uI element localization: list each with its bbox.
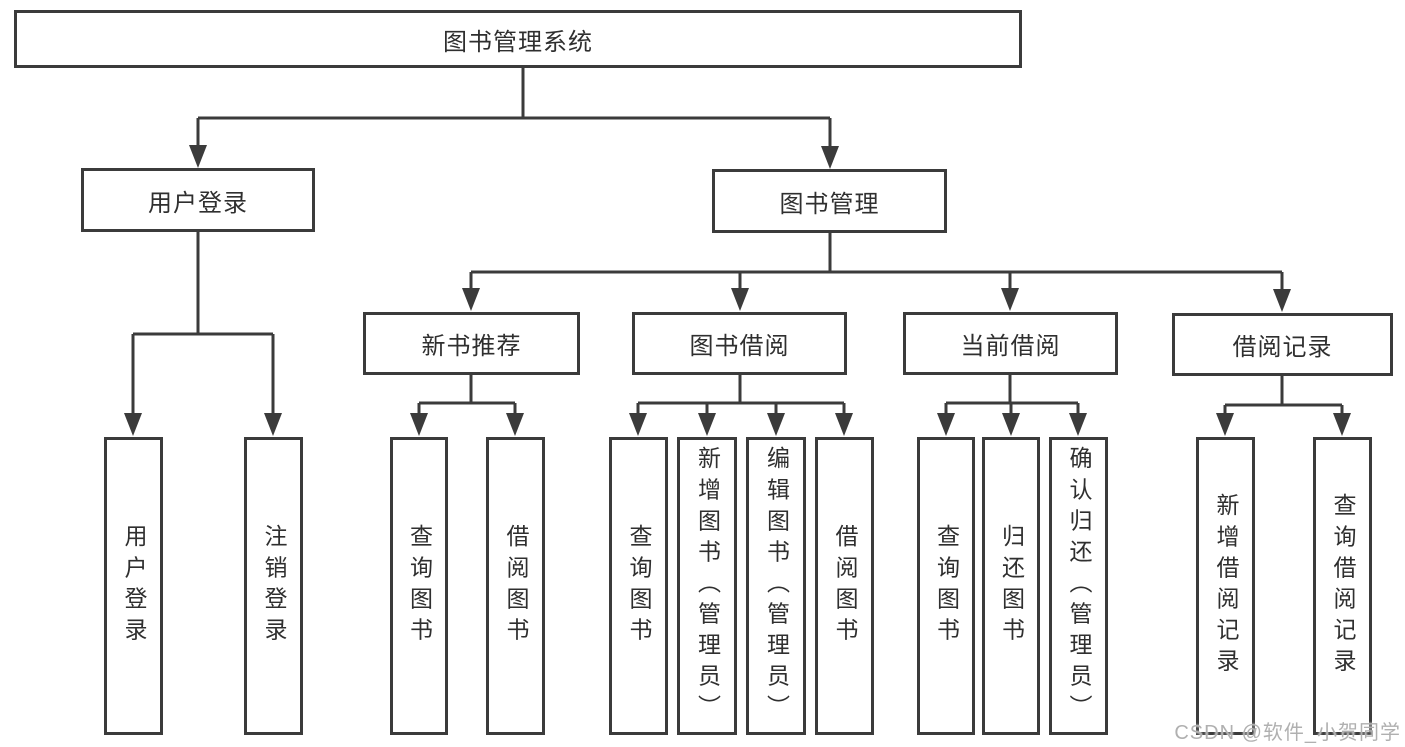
connector-book-management — [469, 233, 1284, 293]
leaf-borrow-books-2: 借阅图书 — [815, 437, 874, 735]
leaf-confirm-return-admin: 确认归还（管理员） — [1049, 437, 1108, 735]
arrow-icon — [1001, 288, 1019, 311]
connector-book-borrowing — [636, 375, 846, 418]
node-borrowing-records: 借阅记录 — [1172, 313, 1393, 376]
arrow-icon — [937, 413, 955, 436]
leaf-label: 借阅图书 — [832, 523, 858, 649]
node-label: 当前借阅 — [960, 333, 1061, 360]
connector-new-book-recommendation — [417, 375, 517, 418]
connector-borrowing-records — [1223, 376, 1344, 418]
node-label: 借阅记录 — [1232, 334, 1333, 361]
leaf-label: 用户登录 — [121, 523, 147, 649]
arrow-icon — [731, 288, 749, 311]
leaf-add-borrow-record: 新增借阅记录 — [1196, 437, 1255, 735]
node-label: 图书借阅 — [689, 333, 790, 360]
node-label: 图书管理 — [779, 190, 880, 218]
arrow-icon — [124, 413, 142, 436]
arrow-icon — [506, 413, 524, 436]
leaf-label: 查询图书 — [406, 523, 433, 649]
node-library-management-system: 图书管理系统 — [14, 10, 1022, 68]
arrow-icon — [767, 413, 785, 436]
leaf-borrow-books: 借阅图书 — [486, 437, 545, 735]
node-current-borrowing: 当前借阅 — [903, 312, 1118, 375]
leaf-label: 新增图书（管理员） — [694, 446, 721, 726]
node-book-management: 图书管理 — [712, 169, 947, 233]
leaf-add-book-admin: 新增图书（管理员） — [677, 437, 737, 735]
leaf-label: 新增借阅记录 — [1213, 492, 1239, 680]
leaf-return-book: 归还图书 — [982, 437, 1040, 735]
arrow-icon — [835, 413, 853, 436]
leaf-label: 借阅图书 — [503, 523, 529, 649]
leaf-user-login: 用户登录 — [104, 437, 163, 735]
arrow-icon — [1002, 413, 1020, 436]
leaf-label: 查询借阅记录 — [1330, 492, 1356, 680]
arrow-icon — [629, 413, 647, 436]
arrow-icon — [264, 413, 282, 436]
arrow-icon — [1333, 413, 1351, 436]
leaf-query-borrow-record: 查询借阅记录 — [1313, 437, 1372, 735]
arrow-icon — [410, 413, 428, 436]
leaf-query-books-2: 查询图书 — [609, 437, 668, 735]
connector-user-login — [131, 232, 275, 418]
leaf-edit-book-admin: 编辑图书（管理员） — [746, 437, 806, 735]
node-label: 新书推荐 — [421, 333, 522, 360]
leaf-label: 注销登录 — [261, 523, 287, 649]
leaf-label: 查询图书 — [933, 523, 960, 649]
node-book-borrowing: 图书借阅 — [632, 312, 847, 375]
arrow-icon — [698, 413, 716, 436]
node-label: 图书管理系统 — [443, 28, 593, 56]
leaf-label: 归还图书 — [998, 523, 1025, 649]
leaf-label: 编辑图书（管理员） — [763, 446, 790, 726]
leaf-query-books: 查询图书 — [390, 437, 448, 735]
arrow-icon — [1273, 289, 1291, 312]
leaf-label: 确认归还（管理员） — [1066, 446, 1092, 726]
node-new-book-recommendation: 新书推荐 — [363, 312, 580, 375]
arrow-icon — [1216, 413, 1234, 436]
arrow-icon — [462, 288, 480, 311]
node-user-login: 用户登录 — [81, 168, 315, 232]
node-label: 用户登录 — [148, 189, 248, 217]
arrow-icon — [821, 146, 839, 169]
arrow-icon — [189, 145, 207, 168]
leaf-query-books-3: 查询图书 — [917, 437, 975, 735]
watermark: CSDN @软件_小贺同学 — [1174, 722, 1401, 744]
connector-current-borrowing — [944, 375, 1080, 418]
leaf-logout: 注销登录 — [244, 437, 303, 735]
arrow-icon — [1069, 413, 1087, 436]
connector-root — [196, 68, 832, 150]
leaf-label: 查询图书 — [626, 523, 652, 649]
